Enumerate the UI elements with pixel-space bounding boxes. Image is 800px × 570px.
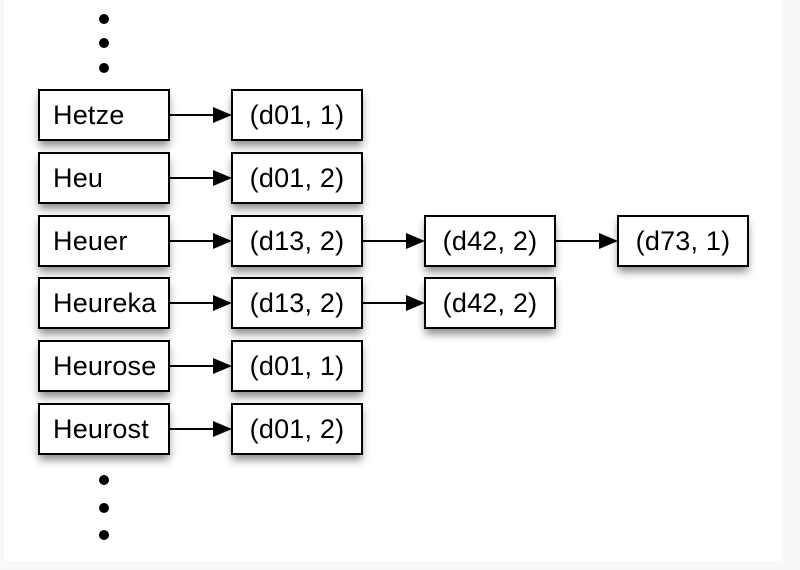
posting-label: (d01, 2) <box>249 162 345 193</box>
posting-label: (d01, 2) <box>249 413 345 444</box>
arrow-line <box>170 239 215 243</box>
index-row-heuer: Heuer (d13, 2) (d42, 2) (d73, 1) <box>38 215 749 267</box>
index-row-hetze: Hetze (d01, 1) <box>38 89 363 141</box>
term-label: Hetze <box>53 99 125 130</box>
term-label: Heureka <box>53 287 157 318</box>
ellipsis-dot <box>99 38 109 48</box>
posting-node: (d01, 1) <box>231 340 363 392</box>
arrow-right <box>363 277 425 329</box>
posting-node: (d42, 2) <box>424 215 556 267</box>
term-label: Heurost <box>53 413 149 444</box>
arrow-line <box>363 301 408 305</box>
ellipsis-dot <box>99 14 109 24</box>
arrowhead-icon <box>213 170 232 186</box>
arrow-right <box>170 89 232 141</box>
posting-label: (d01, 1) <box>249 99 345 130</box>
arrow-line <box>170 427 215 431</box>
arrowhead-icon <box>599 233 618 249</box>
posting-label: (d13, 2) <box>249 287 345 318</box>
arrow-line <box>170 364 215 368</box>
posting-label: (d42, 2) <box>442 225 538 256</box>
term-label: Heu <box>53 162 104 193</box>
index-row-heu: Heu (d01, 2) <box>38 152 363 204</box>
arrowhead-icon <box>213 107 232 123</box>
arrow-right <box>170 403 232 455</box>
term-node: Heuer <box>38 215 170 267</box>
slide-canvas: Hetze (d01, 1) Heu (d01, 2) <box>4 0 781 561</box>
term-node: Heurost <box>38 403 170 455</box>
posting-node: (d01, 1) <box>231 89 363 141</box>
arrowhead-icon <box>213 233 232 249</box>
posting-node: (d73, 1) <box>617 215 749 267</box>
arrowhead-icon <box>213 358 232 374</box>
posting-label: (d13, 2) <box>249 225 345 256</box>
term-node: Hetze <box>38 89 170 141</box>
term-node: Heureka <box>38 277 170 329</box>
posting-label: (d01, 1) <box>249 350 345 381</box>
posting-node: (d01, 2) <box>231 403 363 455</box>
posting-node: (d42, 2) <box>424 277 556 329</box>
arrow-right <box>556 215 618 267</box>
arrow-line <box>363 239 408 243</box>
arrow-right <box>170 215 232 267</box>
index-row-heureka: Heureka (d13, 2) (d42, 2) <box>38 277 556 329</box>
term-label: Heuer <box>53 225 128 256</box>
arrowhead-icon <box>406 233 425 249</box>
index-row-heurose: Heurose (d01, 1) <box>38 340 363 392</box>
arrow-line <box>556 239 601 243</box>
ellipsis-dot <box>99 503 109 513</box>
term-label: Heurose <box>53 350 157 381</box>
term-node: Heurose <box>38 340 170 392</box>
arrowhead-icon <box>213 295 232 311</box>
ellipsis-dot <box>99 530 109 540</box>
posting-node: (d13, 2) <box>231 277 363 329</box>
arrow-right <box>170 152 232 204</box>
term-node: Heu <box>38 152 170 204</box>
arrow-right <box>363 215 425 267</box>
posting-label: (d73, 1) <box>635 225 731 256</box>
arrow-right <box>170 277 232 329</box>
arrow-line <box>170 176 215 180</box>
index-row-heurost: Heurost (d01, 2) <box>38 403 363 455</box>
arrowhead-icon <box>406 295 425 311</box>
arrow-line <box>170 301 215 305</box>
ellipsis-dot <box>99 475 109 485</box>
posting-label: (d42, 2) <box>442 287 538 318</box>
arrowhead-icon <box>213 421 232 437</box>
posting-node: (d01, 2) <box>231 152 363 204</box>
arrow-line <box>170 113 215 117</box>
posting-node: (d13, 2) <box>231 215 363 267</box>
arrow-right <box>170 340 232 392</box>
ellipsis-dot <box>99 63 109 73</box>
